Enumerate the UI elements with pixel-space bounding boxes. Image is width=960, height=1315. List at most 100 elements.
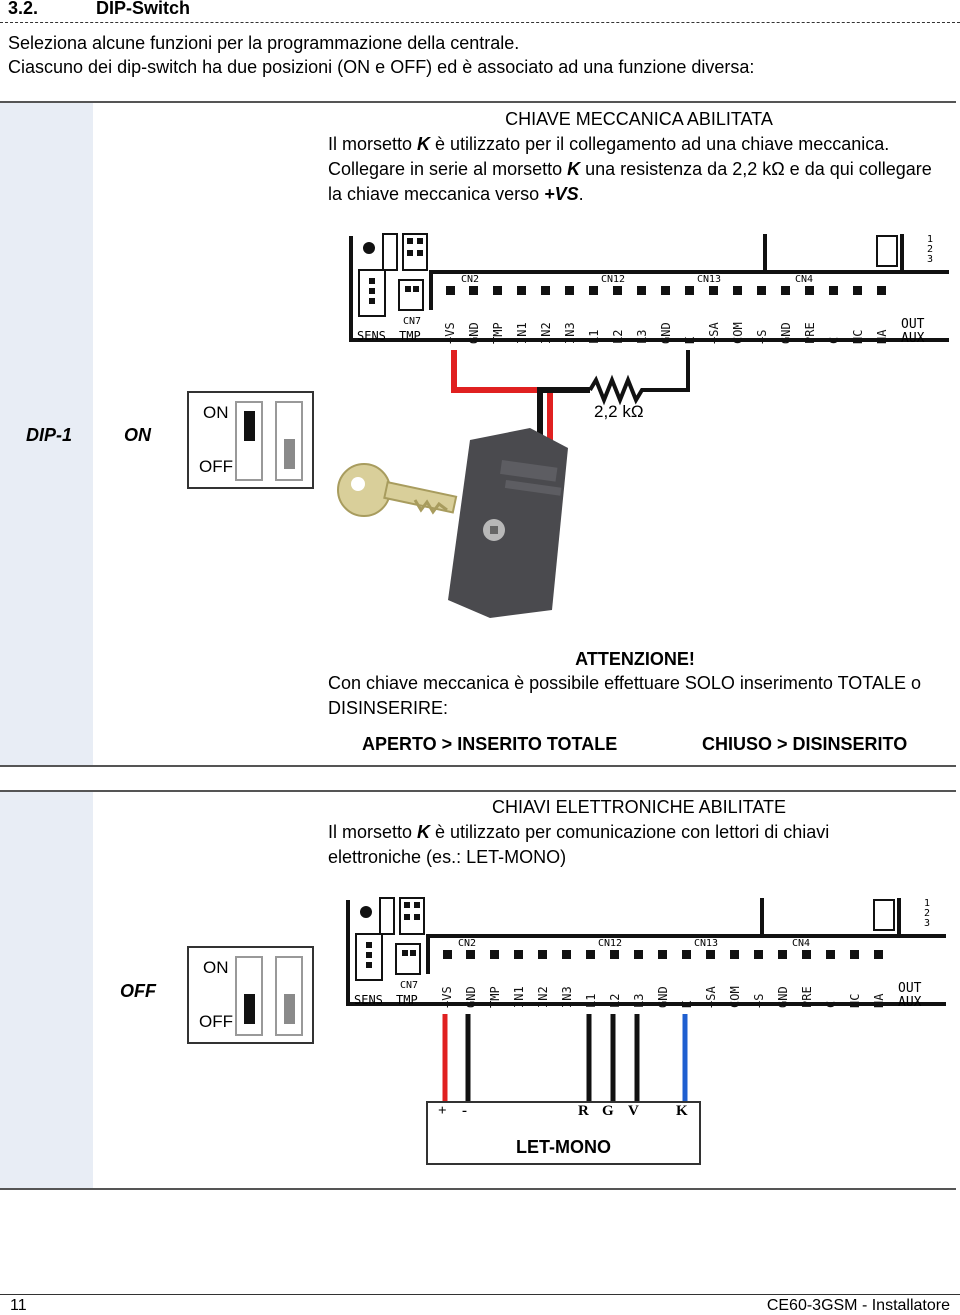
pin-minus: - [462,1103,467,1119]
terminal-k-ref: K [417,134,431,154]
warning-title: ATTENZIONE! [575,649,695,669]
block1-para-line-1: Il morsetto K è utilizzato per il colleg… [328,134,890,154]
svg-text:K: K [683,336,697,344]
svg-text:CN13: CN13 [697,274,721,285]
svg-text:CN2: CN2 [458,938,476,949]
let-mono-module: + - R G V K LET-MONO [426,1101,701,1165]
block2-top-rule [0,790,956,792]
open-state-text: APERTO > INSERITO TOTALE [362,734,618,754]
block1-sidebar [0,103,93,765]
resistor-symbol [588,350,690,406]
dip-switch-graphic-1: ON OFF [187,391,314,489]
wiring-block2 [442,1014,688,1104]
svg-text:IN2: IN2 [539,322,553,344]
key-switch-device-icon [448,428,568,618]
svg-text:C: C [827,337,841,344]
label-sens: SENS [357,329,386,343]
terminal-k-ref: K [567,159,581,179]
svg-text:IN3: IN3 [563,322,577,344]
svg-text:CN7: CN7 [400,980,418,991]
svg-text:PRE: PRE [800,986,814,1008]
switch-on-label: ON [203,403,229,422]
switch-lever-off-2 [284,994,295,1024]
section-title: DIP-Switch [96,0,191,18]
block1-heading: CHIAVE MECCANICA ABILITATA [505,109,773,129]
svg-text:CN12: CN12 [601,274,625,285]
svg-text:L2: L2 [608,994,622,1008]
svg-text:L1: L1 [587,330,601,344]
svg-text:+S: +S [755,330,769,344]
pin-k: K [676,1103,688,1119]
key-icon [337,463,458,517]
terminal-vs-ref: +VS [544,184,579,204]
svg-text:NA: NA [875,329,889,344]
block2-bottom-rule [0,1188,956,1190]
svg-text:AUX: AUX [901,331,925,346]
svg-text:1: 1 [924,898,930,909]
switch-on-label: ON [203,958,229,977]
control-board-diagram-2: SENS TMP CN7 CN2 CN12 CN13 CN4 +VS GND T… [340,892,952,1014]
document-name: CE60-3GSM - Installatore [766,1297,950,1314]
svg-text:2: 2 [924,908,930,919]
svg-text:COM: COM [731,322,745,344]
svg-text:+SA: +SA [707,322,721,344]
svg-text:L1: L1 [584,994,598,1008]
svg-text:1: 1 [927,234,933,245]
intro-line-2: Ciascuno dei dip-switch ha due posizioni… [8,57,755,77]
svg-text:+SA: +SA [704,986,718,1008]
svg-text:SENS: SENS [354,993,383,1007]
page-number: 11 [10,1297,27,1314]
svg-text:2: 2 [927,244,933,255]
switch-off-label: OFF [199,1012,233,1031]
pin-v: V [628,1103,639,1119]
svg-text:OUT: OUT [901,317,925,332]
block2-para-line-2: elettroniche (es.: LET-MONO) [328,847,567,867]
svg-text:L2: L2 [611,330,625,344]
pin-plus: + [438,1103,447,1119]
svg-text:PRE: PRE [803,322,817,344]
block1-bottom-rule [0,765,956,767]
warning-line-1: Con chiave meccanica è possibile effettu… [328,673,921,693]
wire-vs-red [451,350,553,450]
module-name: LET-MONO [516,1137,611,1157]
mechanical-key-illustration [337,428,568,618]
switch-lever-off [244,994,255,1024]
dip2-state: OFF [120,981,156,1001]
svg-text:GND: GND [467,322,481,344]
svg-text:+VS: +VS [443,322,457,344]
switch-lever-on [244,411,255,441]
pin-g: G [602,1103,614,1119]
svg-text:CN4: CN4 [792,938,810,949]
block2-heading: CHIAVI ELETTRONICHE ABILITATE [491,797,787,817]
block1-para-line-2: Collegare in serie al morsetto K una res… [328,159,932,179]
svg-text:L3: L3 [635,330,649,344]
svg-text:IN2: IN2 [536,986,550,1008]
section-number: 3.2. [8,0,39,18]
block2-sidebar [0,792,93,1188]
svg-text:+S: +S [752,994,766,1008]
header-divider [0,22,960,23]
control-board-diagram-1: SENS TMP CN7 CN2 CN12 CN13 CN4 +VS GND T… [343,228,955,350]
intro-line-1: Seleziona alcune funzioni per la program… [8,33,520,53]
svg-text:NC: NC [848,994,862,1008]
svg-text:OUT: OUT [898,981,922,996]
label-cn7: CN7 [403,316,421,327]
svg-text:IN3: IN3 [560,986,574,1008]
svg-text:L3: L3 [632,994,646,1008]
svg-text:CN13: CN13 [694,938,718,949]
svg-text:C: C [824,1001,838,1008]
block2-para-line-1: Il morsetto K è utilizzato per comunicaz… [328,822,830,842]
warning-line-2: DISINSERIRE: [328,698,449,718]
switch-off-label: OFF [199,457,233,476]
dip-switch-graphic-2: ON OFF [187,946,314,1044]
svg-text:CN4: CN4 [795,274,813,285]
wiring-block1 [451,350,690,450]
svg-text:GND: GND [779,322,793,344]
svg-text:TMP: TMP [488,986,502,1008]
svg-text:+VS: +VS [440,986,454,1008]
svg-text:CN2: CN2 [461,274,479,285]
svg-text:GND: GND [656,986,670,1008]
svg-text:GND: GND [464,986,478,1008]
svg-text:NC: NC [851,330,865,344]
dip-name: DIP-1 [26,425,73,445]
